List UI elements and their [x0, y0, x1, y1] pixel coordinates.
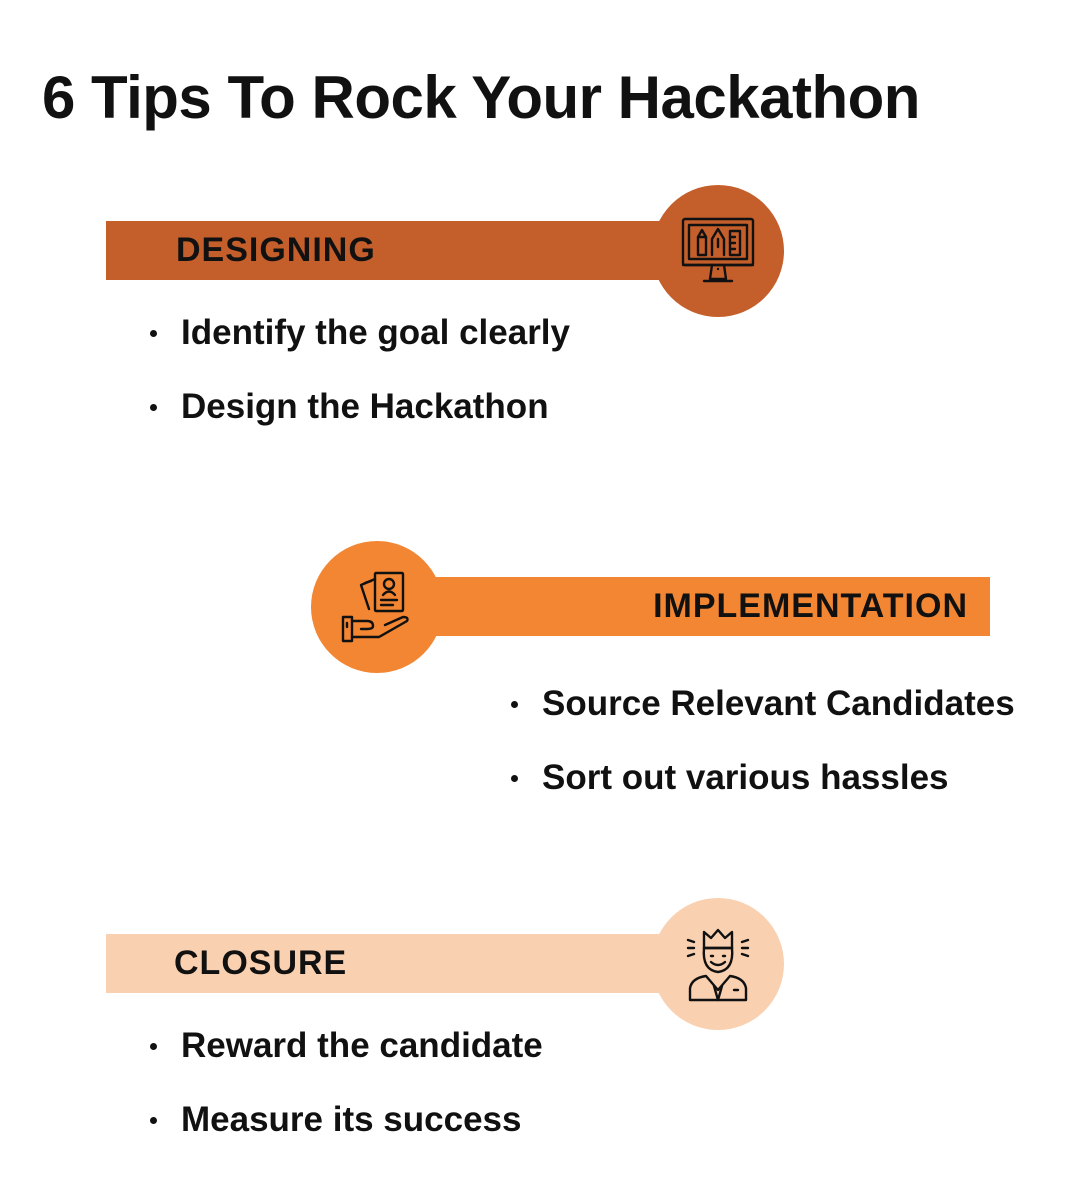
- implementation-banner: IMPLEMENTATION: [375, 577, 990, 636]
- tip-text: Design the Hackathon: [181, 387, 549, 426]
- list-item: Reward the candidate: [148, 1009, 543, 1083]
- bullet-dot: [511, 774, 518, 782]
- closure-icon-badge: [652, 898, 784, 1030]
- page-title: 6 Tips To Rock Your Hackathon: [42, 64, 920, 131]
- bullet-dot: [150, 329, 157, 337]
- implementation-tips-list: Source Relevant Candidates Sort out vari…: [509, 667, 1015, 815]
- bullet-dot: [150, 1116, 157, 1124]
- section-label-closure: CLOSURE: [174, 944, 348, 982]
- designing-banner: DESIGNING: [106, 221, 726, 280]
- bullet-dot: [150, 1042, 157, 1050]
- closure-banner: CLOSURE: [106, 934, 726, 993]
- tip-text: Source Relevant Candidates: [542, 684, 1015, 723]
- list-item: Sort out various hassles: [509, 741, 1015, 815]
- bullet-dot: [150, 403, 157, 411]
- hand-resume-icon: [341, 571, 409, 643]
- tip-text: Identify the goal clearly: [181, 313, 570, 352]
- computer-design-icon: [681, 217, 755, 283]
- list-item: Design the Hackathon: [148, 370, 570, 444]
- section-label-implementation: IMPLEMENTATION: [653, 587, 968, 625]
- tip-text: Reward the candidate: [181, 1026, 543, 1065]
- tip-text: Sort out various hassles: [542, 758, 949, 797]
- list-item: Measure its success: [148, 1083, 543, 1157]
- designing-icon-badge: [652, 185, 784, 317]
- tip-text: Measure its success: [181, 1100, 522, 1139]
- designing-tips-list: Identify the goal clearly Design the Hac…: [148, 296, 570, 444]
- list-item: Identify the goal clearly: [148, 296, 570, 370]
- bullet-dot: [511, 700, 518, 708]
- closure-tips-list: Reward the candidate Measure its success: [148, 1009, 543, 1157]
- implementation-icon-badge: [311, 541, 443, 673]
- list-item: Source Relevant Candidates: [509, 667, 1015, 741]
- crowned-winner-icon: [686, 928, 750, 1002]
- section-label-designing: DESIGNING: [176, 231, 376, 269]
